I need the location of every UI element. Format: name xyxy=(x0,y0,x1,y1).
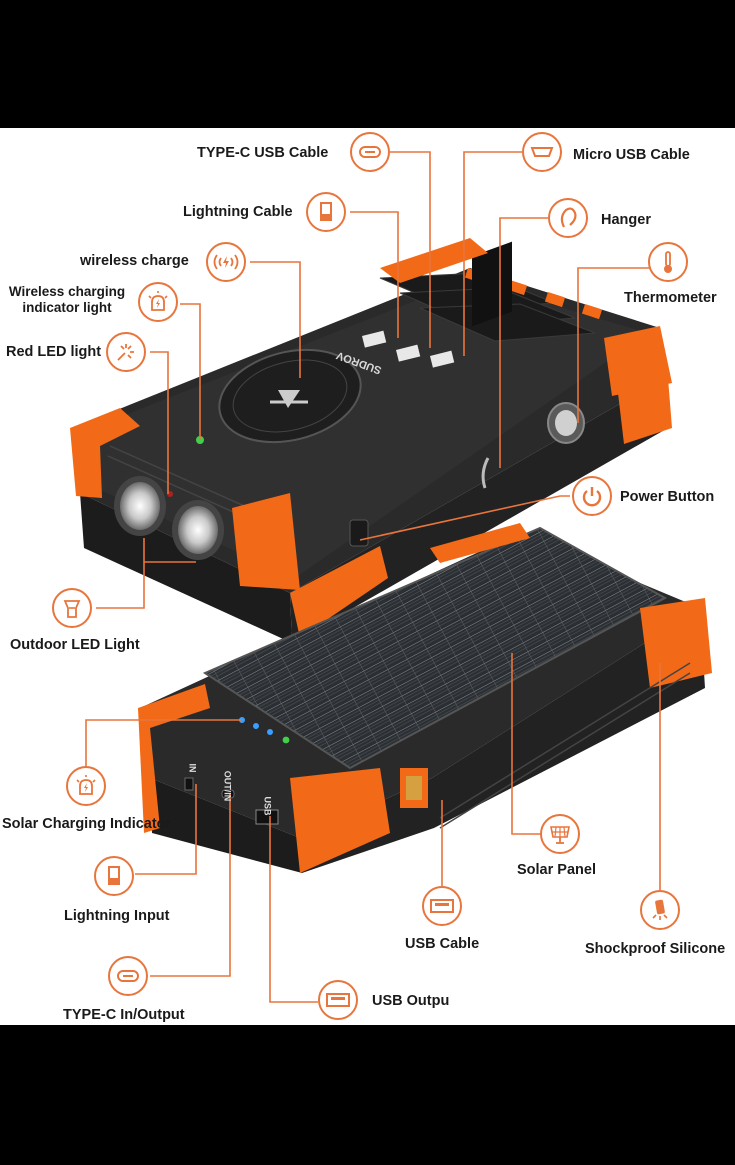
shockproof-icon xyxy=(640,890,680,930)
device-illustration: SUDROV xyxy=(70,151,712,1003)
label-wireless-charge: wireless charge xyxy=(80,253,189,269)
solar-panel-icon xyxy=(540,814,580,854)
label-hanger: Hanger xyxy=(601,212,651,228)
micro-usb-port-icon xyxy=(522,132,562,172)
port-label-usb: USB xyxy=(262,796,273,816)
label-solar-charging-indicator: Solar Charging Indicator xyxy=(2,816,172,832)
lightning-port-icon xyxy=(94,856,134,896)
lightning-port-icon xyxy=(306,192,346,232)
product-infographic: SUDROV xyxy=(0,128,735,1025)
label-outdoor-led-light: Outdoor LED Light xyxy=(10,637,140,653)
port-label-out-in: OUT/IN xyxy=(222,770,233,802)
label-type-c-usb-cable: TYPE-C USB Cable xyxy=(197,145,329,161)
leader-lines xyxy=(85,151,661,1003)
label-red-led-light: Red LED light xyxy=(6,344,102,360)
top-power-bank: SUDROV xyxy=(70,238,672,643)
label-usb-cable: USB Cable xyxy=(405,936,480,952)
label-lightning-cable: Lightning Cable xyxy=(183,204,293,220)
red-led-icon xyxy=(106,332,146,372)
solar-panel-surface xyxy=(202,526,668,770)
usb-port-icon xyxy=(422,886,462,926)
label-lightning-input: Lightning Input xyxy=(64,908,170,924)
indicator-light-icon xyxy=(66,766,106,806)
type-c-port-icon xyxy=(108,956,148,996)
carabiner-icon xyxy=(548,198,588,238)
indicator-light-icon xyxy=(138,282,178,322)
label-micro-usb-cable: Micro USB Cable xyxy=(573,147,690,163)
label-power-button: Power Button xyxy=(620,489,715,505)
label-wireless-charging-indicator: Wireless charging indicator light xyxy=(8,284,126,315)
bottom-power-bank xyxy=(138,523,712,873)
label-solar-panel: Solar Panel xyxy=(517,862,596,878)
usb-port-icon xyxy=(318,980,358,1020)
label-shockproof-silicone: Shockproof Silicone xyxy=(585,941,726,957)
type-c-port-icon xyxy=(350,132,390,172)
flashlight-icon xyxy=(52,588,92,628)
label-usb-output: USB Outpu xyxy=(372,993,450,1009)
label-thermometer: Thermometer xyxy=(624,290,717,306)
power-icon xyxy=(572,476,612,516)
wireless-charge-icon xyxy=(206,242,246,282)
port-label-in: IN xyxy=(187,763,198,773)
thermometer-icon xyxy=(648,242,688,282)
label-type-c-in-output: TYPE-C In/Output xyxy=(63,1007,185,1023)
